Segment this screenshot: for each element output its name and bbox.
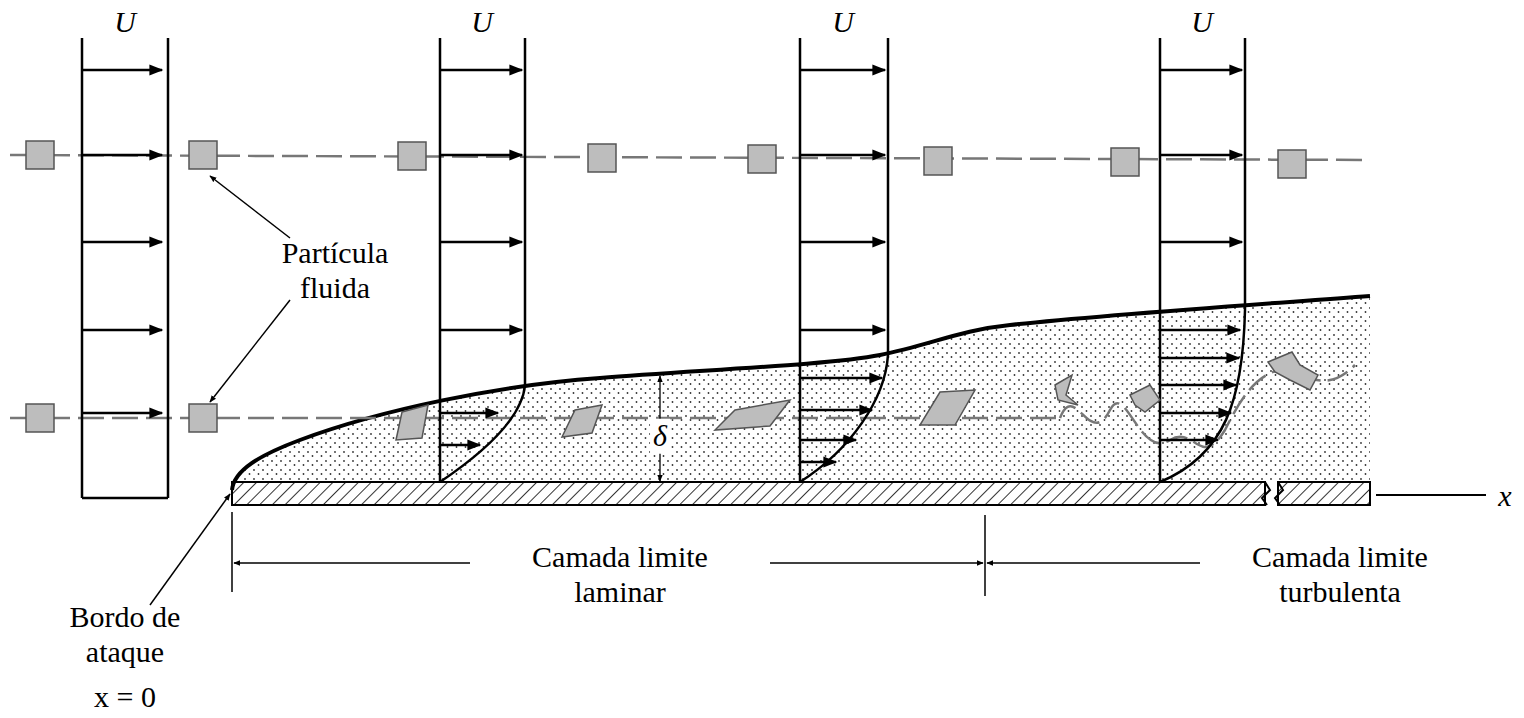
illustration-stroke xyxy=(440,241,522,244)
illustration-stroke xyxy=(799,38,802,482)
velocity-symbol: U xyxy=(114,5,136,40)
illustration-stroke xyxy=(800,461,836,464)
illustration-stroke xyxy=(1160,154,1242,157)
illustration-stroke xyxy=(1160,439,1218,442)
illustration-stroke xyxy=(1160,38,1245,482)
illustration-stroke xyxy=(1278,482,1370,505)
illustration-stroke xyxy=(26,404,54,432)
illustration-stroke xyxy=(715,400,790,430)
illustration-stroke xyxy=(189,141,217,169)
region-dimensions xyxy=(232,512,1200,596)
illustration-stroke xyxy=(396,405,428,440)
illustration-stroke xyxy=(588,144,616,172)
flat-plate xyxy=(232,482,1486,505)
velocity-profiles xyxy=(82,38,1245,498)
annotation-label: Bordo de ataque xyxy=(50,600,200,669)
illustration-stroke xyxy=(1160,384,1236,387)
illustration-stroke xyxy=(1262,482,1270,505)
fluid-particles xyxy=(26,141,1318,440)
illustration-stroke xyxy=(1130,385,1160,412)
illustration-stroke xyxy=(924,147,952,175)
velocity-symbol: U xyxy=(1191,5,1213,40)
annotation-label: Camada limite turbulenta xyxy=(1215,540,1465,609)
leader-lines xyxy=(150,176,290,605)
illustration-stroke xyxy=(81,38,84,498)
illustration-stroke xyxy=(234,562,470,564)
illustration-stroke xyxy=(440,38,525,482)
velocity-symbol: U xyxy=(832,5,854,40)
illustration-stroke xyxy=(231,512,233,592)
velocity-profile xyxy=(800,38,888,482)
annotation-label: Partícula fluida xyxy=(260,236,410,305)
velocity-profile xyxy=(82,38,168,498)
illustration-stroke xyxy=(1268,352,1318,390)
illustration-stroke xyxy=(82,69,162,72)
illustration-stroke xyxy=(82,329,162,332)
axis-label: x xyxy=(1498,479,1511,514)
velocity-profile xyxy=(440,38,525,482)
illustration-stroke xyxy=(189,404,217,432)
thickness-symbol: δ xyxy=(650,419,670,454)
illustration-stroke xyxy=(167,38,170,498)
illustration-stroke xyxy=(210,300,290,402)
illustration-stroke xyxy=(987,562,1200,564)
illustration-stroke xyxy=(440,69,522,72)
illustration-stroke xyxy=(440,444,480,447)
illustration-stroke xyxy=(82,241,162,244)
illustration-stroke xyxy=(1160,241,1242,244)
illustration-stroke xyxy=(1111,148,1139,176)
illustration-stroke xyxy=(1160,412,1231,415)
illustration-stroke xyxy=(800,439,856,442)
annotation-label: x = 0 xyxy=(94,680,156,715)
illustration-stroke xyxy=(770,562,983,564)
illustration-stroke xyxy=(1160,69,1242,72)
illustration-stroke xyxy=(800,38,888,482)
illustration-stroke xyxy=(210,176,290,238)
illustration-stroke xyxy=(82,497,168,500)
illustration-stroke xyxy=(800,69,885,72)
illustration-stroke xyxy=(232,482,1265,505)
illustration-stroke xyxy=(800,329,885,332)
illustration-stroke xyxy=(82,154,162,157)
illustration-stroke xyxy=(800,154,885,157)
illustration-stroke xyxy=(1376,494,1486,496)
velocity-symbol: U xyxy=(471,5,493,40)
illustration-stroke xyxy=(440,154,522,157)
illustration-stroke xyxy=(440,412,498,415)
pathlines xyxy=(10,155,1370,447)
illustration-stroke xyxy=(440,329,522,332)
illustration-stroke xyxy=(1278,150,1306,178)
illustration-stroke xyxy=(150,494,230,605)
illustration-stroke xyxy=(800,241,885,244)
illustration-stroke xyxy=(800,377,882,380)
illustration-stroke xyxy=(398,142,426,170)
illustration-stroke xyxy=(26,141,54,169)
annotation-label: Camada limite laminar xyxy=(505,540,735,609)
illustration-stroke xyxy=(920,390,975,425)
illustration-stroke xyxy=(82,412,162,415)
illustration-stroke xyxy=(1160,357,1239,360)
illustration-stroke xyxy=(748,145,776,173)
illustration-stroke xyxy=(562,405,602,437)
illustration-stroke xyxy=(1160,329,1240,332)
illustration-stroke xyxy=(984,515,986,596)
illustration-stroke xyxy=(1055,375,1078,405)
velocity-profile xyxy=(1160,38,1245,482)
illustration-stroke xyxy=(439,38,442,482)
illustration-stroke xyxy=(1275,482,1283,505)
illustration-stroke xyxy=(800,409,872,412)
illustration-stroke xyxy=(1159,38,1162,482)
